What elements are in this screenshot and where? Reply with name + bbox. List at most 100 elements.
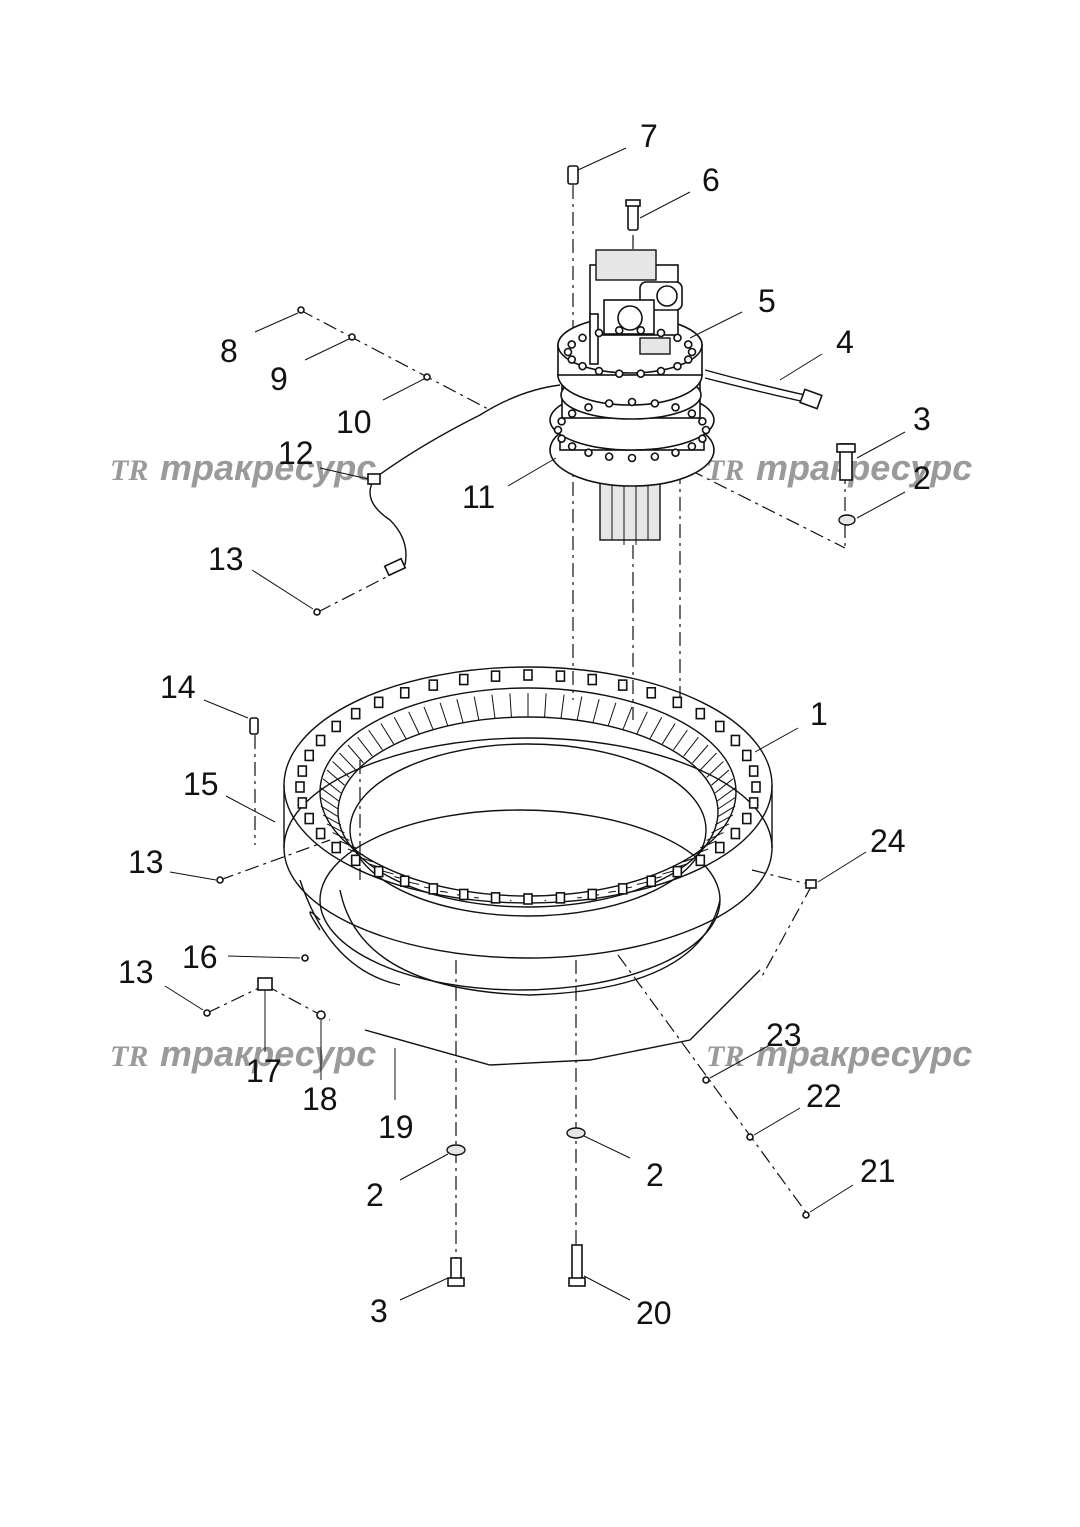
gear-tooth xyxy=(700,840,717,849)
swing-motor-assembly xyxy=(549,249,715,545)
ring-bolt xyxy=(741,812,752,825)
ring-bolt xyxy=(523,669,533,681)
gear-tooth xyxy=(347,848,364,856)
flange-bolt xyxy=(567,340,577,349)
svg-text:тракресурс: тракресурс xyxy=(756,447,972,488)
gear-tooth xyxy=(473,696,480,721)
gear-tooth xyxy=(716,787,736,802)
flange-bolt xyxy=(594,328,604,338)
gear-tooth xyxy=(683,737,699,757)
gear-tooth xyxy=(347,744,364,764)
ring-bolt xyxy=(672,696,683,709)
block-17 xyxy=(257,977,273,991)
motor-flange-bolts xyxy=(553,326,711,463)
ring-bolt xyxy=(695,707,706,720)
ring-bolt xyxy=(399,686,410,699)
callout-18: 18 xyxy=(302,1081,338,1117)
ring-bolt xyxy=(555,892,566,904)
gear-tooth xyxy=(320,805,339,818)
ring-bolt xyxy=(715,720,725,733)
flange-bolt xyxy=(578,361,587,371)
flange-bolt xyxy=(650,452,660,461)
ring-bolt-heads xyxy=(295,669,761,905)
gear-tooth xyxy=(714,778,734,794)
ring-bolt xyxy=(523,893,533,905)
bolt-6 xyxy=(625,199,641,231)
assembly-centerlines xyxy=(206,185,846,1260)
callout-10: 10 xyxy=(336,404,372,440)
ring-bolt xyxy=(399,875,410,888)
gear-tooth xyxy=(491,694,496,719)
flange-bolt xyxy=(673,333,682,343)
fitting-8 xyxy=(297,306,305,314)
svg-text:тракресурс: тракресурс xyxy=(756,1033,972,1074)
gear-tooth xyxy=(393,717,407,739)
ring-bolt xyxy=(587,673,598,686)
fitting-10 xyxy=(423,373,431,381)
ring-bolt xyxy=(458,673,469,686)
gear-tooth xyxy=(711,823,730,834)
gear-tooth xyxy=(649,717,663,739)
ring-bolt xyxy=(297,765,308,777)
flange-bolt xyxy=(614,369,624,378)
flange-bolt xyxy=(567,409,577,418)
gear-tooth xyxy=(711,769,730,786)
gear-tooth xyxy=(673,729,688,751)
flange-bolt xyxy=(671,448,680,457)
callout-5: 5 xyxy=(758,283,776,319)
flange-bolt xyxy=(673,361,682,371)
gear-tooth xyxy=(560,694,565,719)
flange-bolt xyxy=(636,369,646,378)
ring-bolt xyxy=(428,679,439,691)
flange-bolt xyxy=(650,399,660,408)
gear-tooth xyxy=(636,711,648,734)
flange-bolt xyxy=(557,417,566,426)
flange-bolt xyxy=(614,326,624,335)
gear-tooth xyxy=(320,787,340,802)
watermark-bottom-left: TR тракресурс xyxy=(110,1033,376,1074)
callout-14: 14 xyxy=(160,669,196,705)
flange-bolt xyxy=(687,442,697,451)
ring-bolt xyxy=(751,781,761,793)
ring-bolt xyxy=(617,679,628,691)
callout-12: 12 xyxy=(278,435,314,471)
ring-bolt xyxy=(315,734,326,747)
flange-bolt xyxy=(671,403,680,412)
gear-tooth xyxy=(456,699,464,723)
ring-bolt xyxy=(646,686,657,699)
callout-20: 20 xyxy=(636,1295,672,1331)
fitting-13-top xyxy=(313,608,321,616)
flange-bolt xyxy=(604,452,614,461)
ring-bolt xyxy=(741,749,752,762)
fitting-21 xyxy=(802,1211,810,1219)
watermark-top-right: TR тракресурс xyxy=(706,447,972,488)
gear-tooth xyxy=(699,752,717,771)
callout-3: 3 xyxy=(913,401,931,437)
pin-14 xyxy=(249,717,259,735)
gear-tooth xyxy=(322,778,342,794)
svg-text:TR: TR xyxy=(706,1040,744,1073)
flange-bolt xyxy=(567,442,577,451)
flange-bolt xyxy=(567,355,577,364)
washer-2-left xyxy=(446,1144,466,1156)
ring-bolt xyxy=(490,670,501,682)
gear-tooth xyxy=(714,814,734,826)
ring-bolt xyxy=(315,827,326,840)
flange-bolt xyxy=(604,399,614,408)
ring-bolt xyxy=(748,765,759,777)
callout-labels: 7 6 5 4 3 2 8 9 10 12 11 13 1 14 15 13 2… xyxy=(118,118,931,1331)
gear-tooth xyxy=(326,823,345,834)
gear-tooth xyxy=(706,832,724,841)
flange-bolt xyxy=(701,425,711,435)
fitting-18 xyxy=(316,1010,326,1020)
gear-tooth xyxy=(368,729,383,751)
gear-tooth xyxy=(423,706,434,730)
gear-tooth xyxy=(636,881,648,885)
gear-tooth xyxy=(622,706,633,730)
fitting-22 xyxy=(746,1133,754,1141)
gear-tooth xyxy=(576,696,583,721)
ring-bolt xyxy=(748,797,759,809)
flange-bolt xyxy=(563,347,573,357)
flange-bolt xyxy=(687,409,697,418)
